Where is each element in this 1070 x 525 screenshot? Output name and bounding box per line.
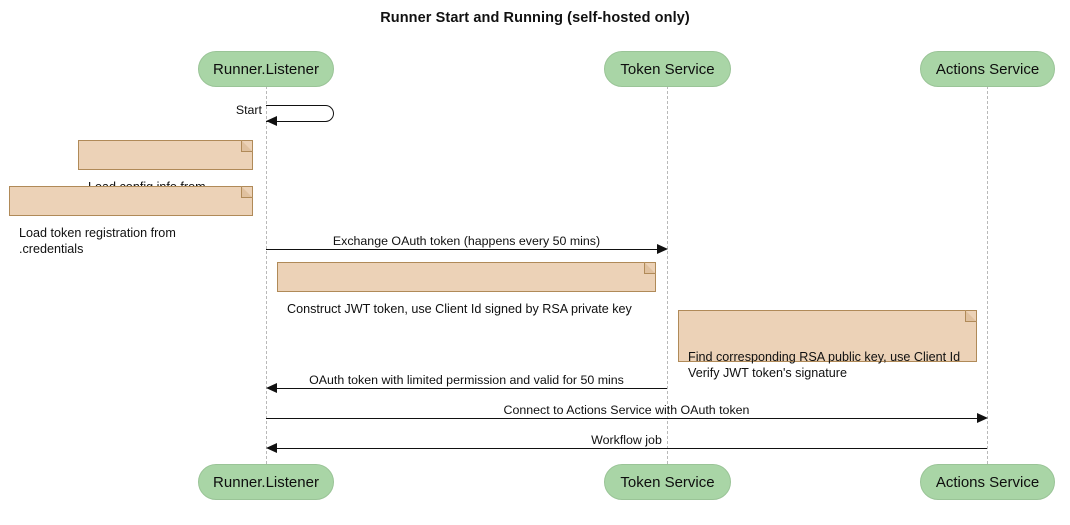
note-construct-jwt: Construct JWT token, use Client Id signe… <box>277 262 656 316</box>
message-line-connect-actions-service <box>266 418 978 419</box>
note-fold-icon <box>241 140 253 152</box>
note-load-token-registration: Load token registration from .credential… <box>9 186 253 256</box>
message-label-connect-actions-service: Connect to Actions Service with OAuth to… <box>503 403 750 417</box>
lifeline-actions-service <box>987 86 988 464</box>
message-arrowhead-start <box>266 116 277 126</box>
note-verify-jwt: Find corresponding RSA public key, use C… <box>678 310 977 380</box>
message-arrowhead-oauth-token-reply <box>266 383 277 393</box>
message-selfloop-start <box>266 105 334 122</box>
note-text: Construct JWT token, use Client Id signe… <box>287 302 632 316</box>
participant-token-service-top[interactable]: Token Service <box>604 51 731 87</box>
message-line-workflow-job <box>275 448 987 449</box>
message-label-oauth-token-reply: OAuth token with limited permission and … <box>309 373 624 387</box>
lifeline-runner <box>266 86 267 464</box>
note-text: Find corresponding RSA public key, use C… <box>688 350 961 380</box>
message-label-exchange-oauth-token: Exchange OAuth token (happens every 50 m… <box>332 234 601 248</box>
participant-actions-service-bottom[interactable]: Actions Service <box>920 464 1055 500</box>
participant-runner-listener-bottom[interactable]: Runner.Listener <box>198 464 334 500</box>
message-arrowhead-connect-actions-service <box>977 413 988 423</box>
message-arrowhead-workflow-job <box>266 443 277 453</box>
lifeline-token-service <box>667 86 668 464</box>
diagram-title: Runner Start and Running (self-hosted on… <box>380 10 690 26</box>
participant-label: Token Service <box>620 473 715 491</box>
note-fold-icon <box>965 310 977 322</box>
message-line-oauth-token-reply <box>275 388 667 389</box>
participant-label: Runner.Listener <box>213 60 319 78</box>
note-load-config: Load config info from .runner <box>78 140 253 210</box>
note-fold-icon <box>241 186 253 198</box>
participant-label: Runner.Listener <box>213 473 319 491</box>
note-fold-icon <box>644 262 656 274</box>
participant-token-service-bottom[interactable]: Token Service <box>604 464 731 500</box>
message-line-exchange-oauth-token <box>266 249 658 250</box>
participant-runner-listener-top[interactable]: Runner.Listener <box>198 51 334 87</box>
participant-label: Actions Service <box>935 60 1040 78</box>
message-arrowhead-exchange-oauth-token <box>657 244 668 254</box>
participant-actions-service-top[interactable]: Actions Service <box>920 51 1055 87</box>
participant-label: Actions Service <box>935 473 1040 491</box>
message-label-workflow-job: Workflow job <box>591 433 662 447</box>
message-label-start: Start <box>235 103 262 117</box>
participant-label: Token Service <box>620 60 715 78</box>
note-text: Load token registration from .credential… <box>19 226 176 256</box>
